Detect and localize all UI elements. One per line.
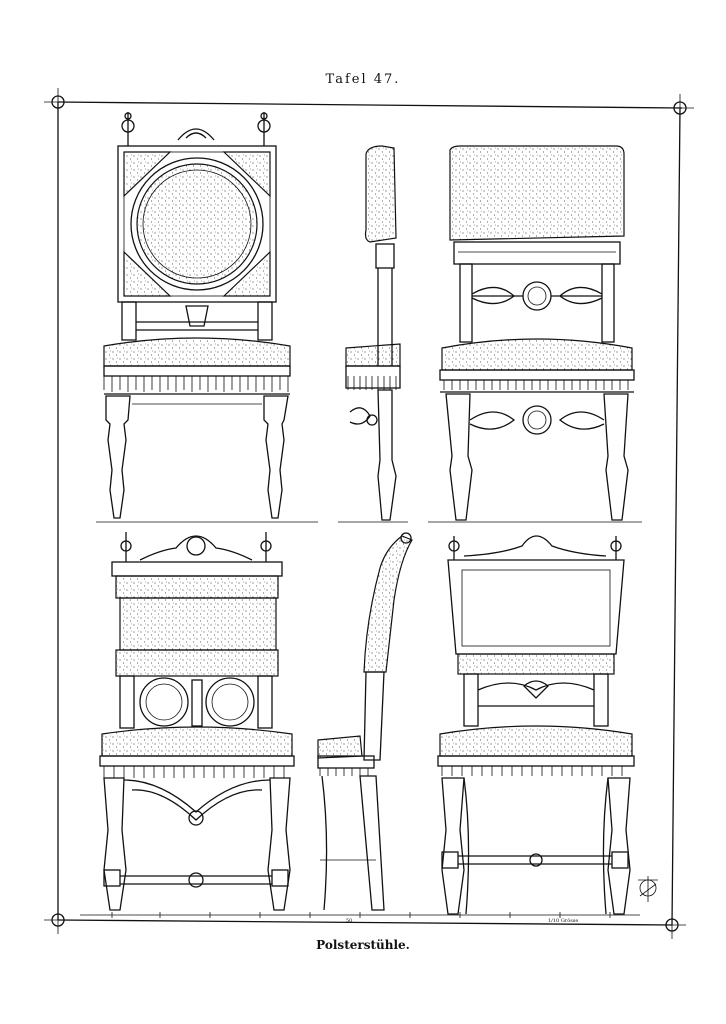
- corner-ornament-bottom-left: [44, 906, 72, 934]
- chair-3-side: [317, 532, 413, 911]
- plate-title: Tafel 47.: [325, 72, 401, 87]
- chair-1-front: [103, 112, 291, 519]
- chair-3-front: [99, 532, 295, 911]
- scale-mark-left: 50: [346, 918, 352, 924]
- corner-ornament-top-right: [666, 94, 694, 122]
- corner-ornament-top-left: [44, 88, 72, 116]
- chair-2-front: [439, 145, 635, 521]
- scale-mark-right: 1/10 Grösse: [548, 918, 578, 924]
- artist-monogram: [638, 876, 658, 902]
- corner-ornament-bottom-right: [658, 911, 686, 939]
- chair-1-side: [345, 145, 401, 521]
- scale-bar: [80, 912, 640, 918]
- plate-caption: Polsterstühle.: [316, 938, 410, 952]
- plate-frame: [44, 88, 694, 939]
- chair-4-front: [437, 535, 635, 915]
